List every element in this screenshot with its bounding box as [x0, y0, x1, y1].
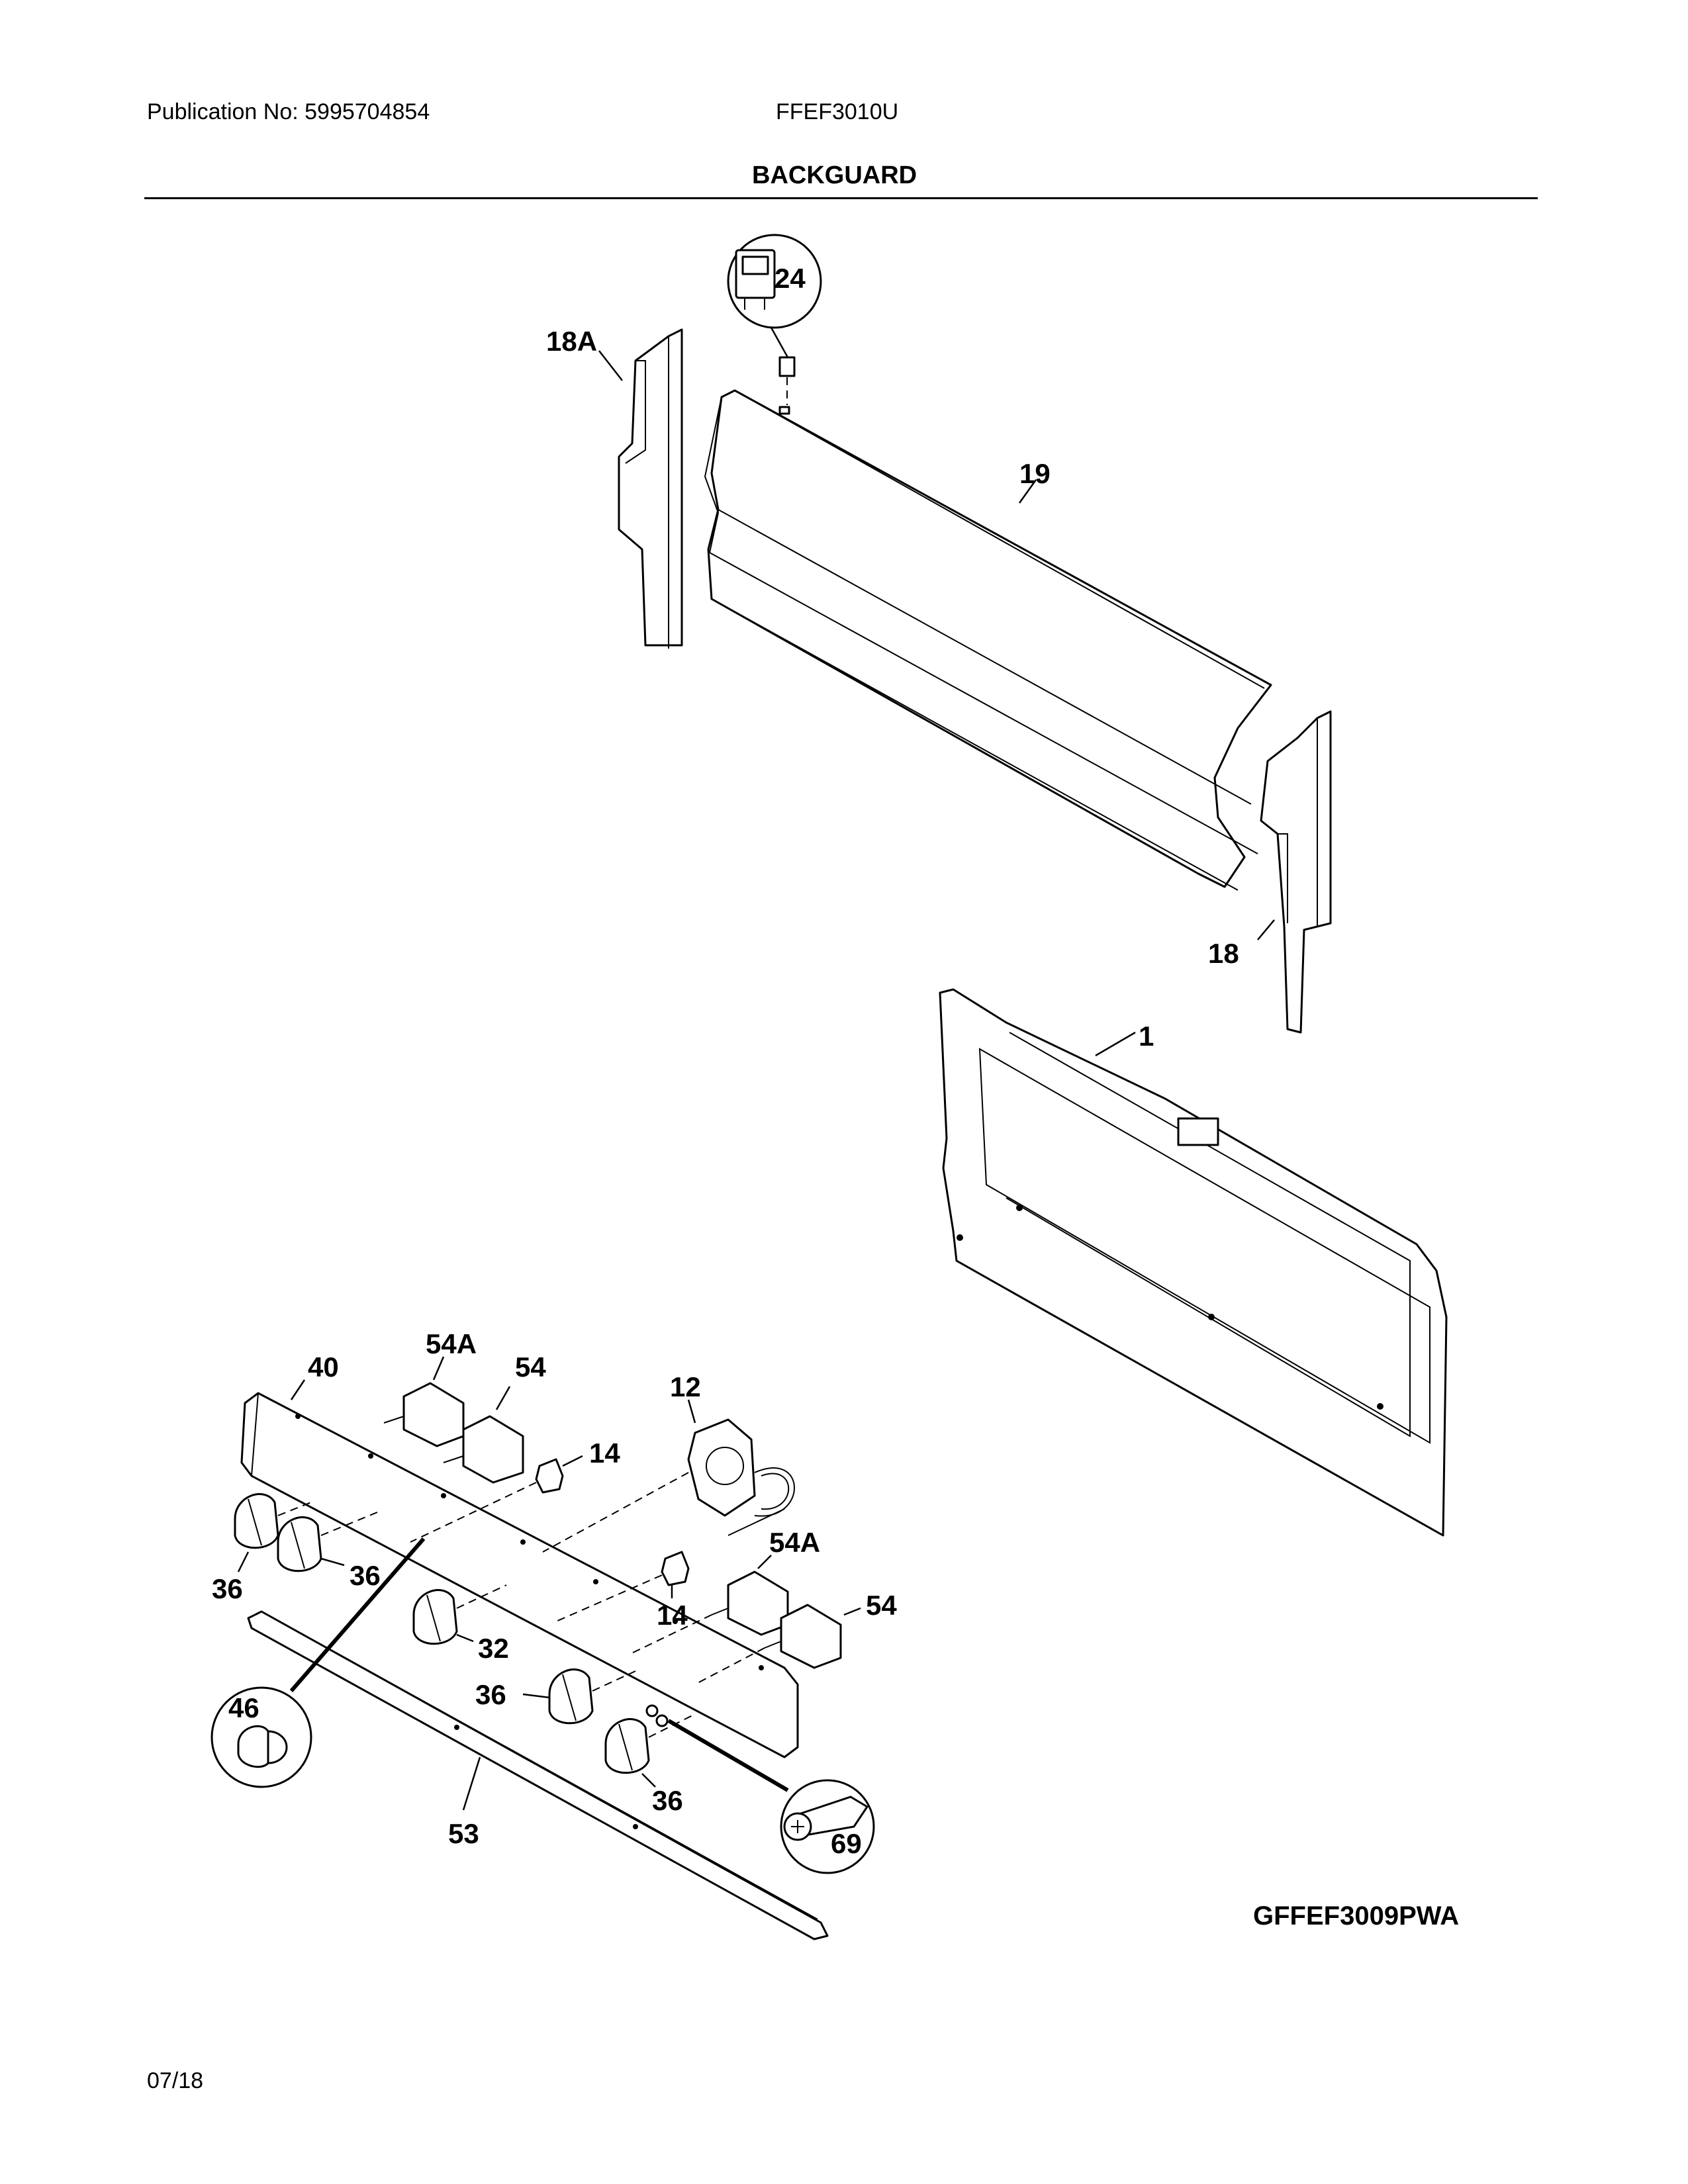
callout-46: 46: [228, 1692, 259, 1723]
callout-54-mid: 54: [866, 1590, 897, 1621]
callout-36-c: 36: [475, 1679, 506, 1710]
callout-18: 18: [1208, 938, 1239, 969]
callout-36-d: 36: [652, 1785, 683, 1816]
part-14-mid-switch: [555, 1551, 690, 1622]
part-36-knob-b: [277, 1512, 378, 1572]
part-36-knob-a: [234, 1493, 312, 1572]
part-36-knob-d: [604, 1713, 696, 1788]
part-40-control-panel: [240, 1379, 799, 1758]
part-54-mid-control: [694, 1604, 861, 1685]
part-54a-top-control: [383, 1356, 465, 1447]
callout-36-a: 36: [212, 1573, 243, 1604]
model-number: FFEF3010U: [776, 99, 899, 124]
part-36-knob-c: [522, 1668, 636, 1725]
callout-32: 32: [478, 1633, 509, 1664]
callout-18a: 18A: [546, 326, 597, 357]
callout-24: 24: [774, 263, 806, 294]
callout-19: 19: [1019, 458, 1051, 489]
callout-40: 40: [308, 1351, 339, 1383]
callout-14-top: 14: [589, 1437, 620, 1469]
section-title: BACKGUARD: [752, 161, 917, 189]
callout-54a-top: 54A: [426, 1328, 477, 1359]
callout-14-mid: 14: [657, 1600, 688, 1631]
callout-54-top: 54: [515, 1351, 546, 1383]
part-1-back-panel: [939, 988, 1448, 1537]
callout-12: 12: [670, 1371, 701, 1402]
part-54-top-control: [443, 1386, 524, 1484]
part-14-top-switch: [410, 1455, 583, 1543]
part-18-bracket: [1257, 710, 1332, 1034]
publication-date: 07/18: [147, 2068, 204, 2093]
callout-36-b: 36: [350, 1560, 381, 1591]
part-32-knob: [412, 1584, 507, 1645]
part-12-thermostat: [542, 1399, 795, 1553]
callout-53: 53: [448, 1818, 479, 1849]
part-69-screw-detail: [645, 1704, 875, 1874]
part-18a-bracket: [598, 328, 683, 649]
part-46-detail: [211, 1537, 426, 1788]
part-54a-mid-control: [628, 1555, 789, 1655]
header-divider: [144, 197, 1538, 199]
part-19-top-panel: [704, 389, 1272, 891]
callout-69: 69: [831, 1828, 862, 1859]
callout-1: 1: [1139, 1021, 1154, 1052]
part-24-switch-detail: [727, 234, 822, 405]
callout-54a-mid: 54A: [769, 1527, 820, 1558]
part-53-trim: [247, 1610, 829, 1940]
diagram-code: GFFEF3009PWA: [1253, 1901, 1460, 1931]
publication-number: Publication No: 5995704854: [147, 99, 430, 124]
